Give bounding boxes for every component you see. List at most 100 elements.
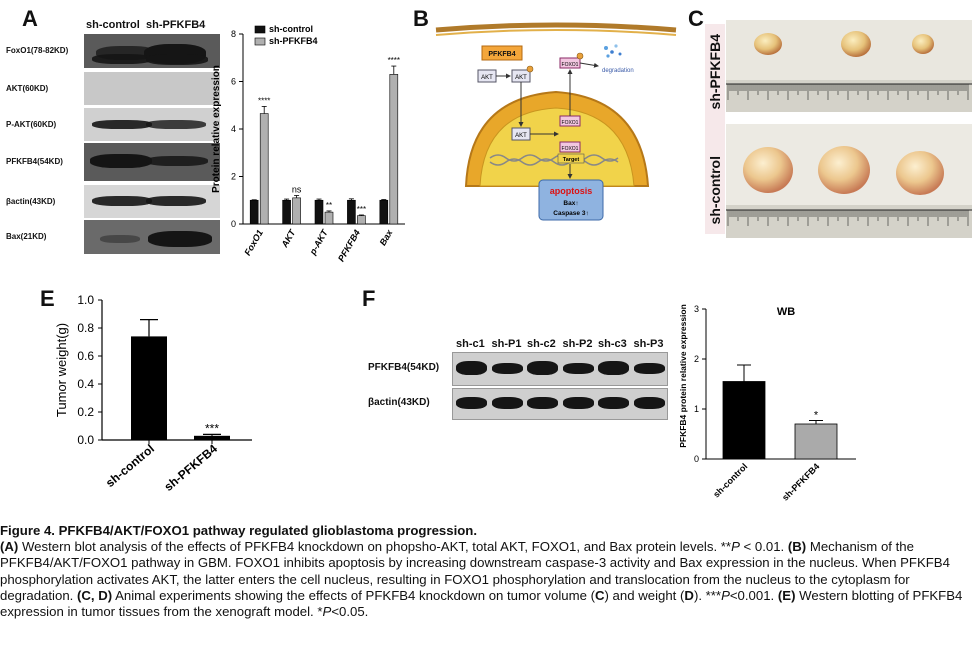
x-tick-label: sh-PFKFB4	[780, 461, 821, 502]
blot-band	[633, 362, 665, 374]
akt-text-3: AKT	[515, 133, 527, 139]
bar	[794, 423, 838, 460]
y-tick-label: 8	[231, 29, 236, 39]
tumor-photos	[726, 20, 972, 238]
blot-f-col-label: sh-c3	[598, 338, 627, 350]
blot-f-col-label: sh-c2	[527, 338, 556, 350]
panel-c-label: C	[688, 6, 704, 31]
bar	[347, 199, 356, 225]
bax-text: Bax↑	[563, 200, 578, 207]
target-text: Target	[563, 157, 580, 163]
bar	[131, 336, 167, 440]
blot-f-col-label: sh-c1	[456, 338, 485, 350]
photo-label-bottom: sh-control	[707, 156, 723, 225]
blot-band	[633, 397, 665, 409]
significance-label: *	[814, 410, 819, 422]
target-box	[557, 153, 585, 164]
blot-a-row-label: βactin(43KD)	[6, 196, 56, 206]
blot-band	[148, 231, 212, 247]
y-tick-label: 4	[231, 124, 236, 134]
y-tick-label: 0.8	[77, 321, 94, 335]
blot-f-col-label: sh-P3	[633, 338, 664, 350]
blot-band	[146, 54, 208, 65]
legend-swatch	[254, 37, 266, 46]
blot-band	[100, 235, 140, 243]
caption-body: (A) Western blot analysis of the effects…	[0, 539, 963, 620]
x-tick-label: FoxO1	[242, 228, 265, 257]
bar	[259, 113, 269, 225]
bar	[379, 199, 389, 225]
blot-band	[562, 397, 594, 409]
significance-label: ***	[205, 421, 219, 435]
degradation-text: degradation	[602, 68, 634, 74]
blot-band	[92, 196, 152, 206]
dna-icon	[489, 154, 619, 162]
blot-band	[92, 54, 152, 64]
x-tick-label: sh-control	[103, 442, 157, 490]
tumor-top-1	[754, 33, 782, 55]
y-tick-label: 1.0	[77, 293, 94, 307]
blot-band	[491, 362, 523, 374]
x-tick-label: sh-control	[711, 461, 749, 499]
panel-e-label: E	[40, 286, 55, 311]
apoptosis-box	[538, 179, 604, 221]
photo-label-top: sh-PFKFB4	[707, 34, 723, 110]
panel-f-label: F	[362, 286, 376, 311]
blot-band	[598, 361, 629, 375]
pfkfb4-text: PFKFB4	[488, 51, 515, 58]
y-tick-label: 0.6	[77, 349, 94, 363]
bar	[282, 199, 291, 225]
blot-band	[146, 120, 206, 129]
x-tick-label: AKT	[279, 227, 298, 250]
blot-f-col-label: sh-P2	[562, 338, 593, 350]
y-tick-label: 2	[231, 172, 236, 182]
ruler-top	[726, 83, 972, 100]
y-tick-label: 0.2	[77, 405, 94, 419]
blot-f-col-label: sh-P1	[491, 338, 522, 350]
bar	[292, 197, 301, 225]
blot-f-row	[452, 388, 668, 420]
x-tick-label: sh-PFKFB4	[161, 441, 220, 494]
blot-a-row	[84, 72, 220, 105]
ruler-bottom	[726, 209, 972, 226]
legend-label: sh-control	[269, 24, 313, 34]
tumor-bottom-1	[743, 147, 793, 193]
pfkfb4-box	[481, 45, 523, 61]
mechanism-diagram: PFKFB4 AKT AKT AKT FOXO1 degradation FOX…	[435, 22, 677, 221]
blot-band	[491, 397, 523, 409]
tumor-top-2	[841, 31, 871, 57]
foxo1-text-3: FOXO1	[562, 146, 579, 152]
blot-a-row-label: Bax(21KD)	[6, 232, 47, 241]
y-axis-label: PFKFB4 protein relative expression	[678, 304, 688, 448]
blot-a-row-label: PFKFB4(54KD)	[6, 157, 63, 166]
significance-label: ns	[292, 185, 302, 195]
y-tick-label: 1	[694, 404, 699, 414]
akt-text-1: AKT	[481, 75, 493, 81]
y-axis-label: Tumor weight(g)	[54, 323, 69, 417]
bar	[357, 215, 366, 225]
akt-text-2: AKT	[515, 75, 527, 81]
blot-band	[527, 397, 558, 409]
tumor-bottom-3	[896, 151, 944, 195]
blot-band	[92, 120, 152, 129]
y-tick-label: 2	[694, 354, 699, 364]
cell-membrane	[435, 22, 677, 33]
blot-band	[456, 397, 487, 409]
blot-band	[527, 361, 558, 375]
bar	[194, 435, 230, 440]
blot-a-col-2: sh-PFKFB4	[146, 19, 206, 31]
bar	[314, 199, 324, 225]
blot-f-row-label: βactin(43KD)	[368, 397, 430, 408]
phospho-icon	[526, 65, 534, 73]
panel-a-label: A	[22, 6, 38, 31]
y-axis-label: Protein relative expression	[211, 65, 222, 193]
apoptosis-text: apoptosis	[550, 186, 593, 196]
photo-label-strip	[705, 24, 725, 234]
foxo1-text-1: FOXO1	[562, 62, 579, 68]
chart-title: WB	[777, 306, 795, 318]
bar	[389, 74, 399, 225]
tumor-top-3	[912, 34, 934, 54]
y-tick-label: 6	[231, 77, 236, 87]
